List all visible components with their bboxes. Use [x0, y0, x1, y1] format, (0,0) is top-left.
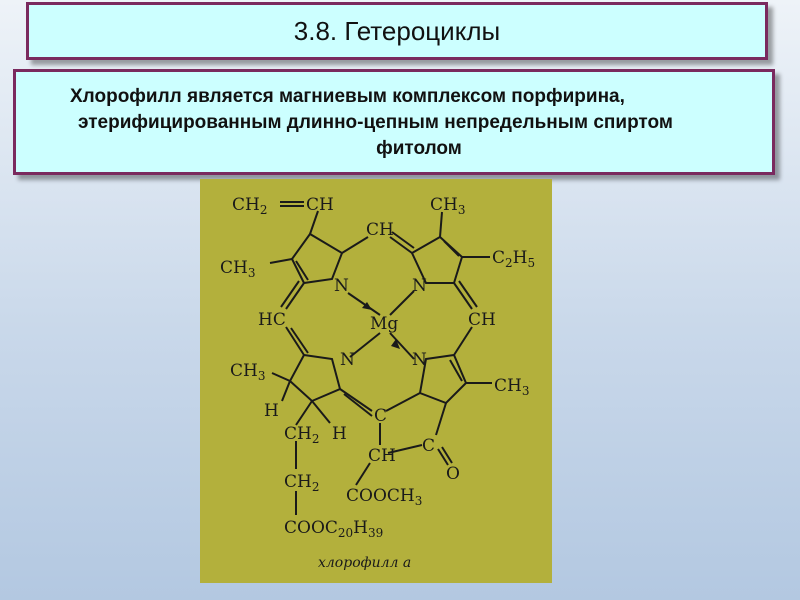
- description-box: Хлорофилл является магниевым комплексом …: [13, 69, 775, 175]
- chlorophyll-structure: CH2 CH CH3 CH CH3 C2H5 HC CH Mg N N N N …: [220, 195, 535, 571]
- description-line-1: Хлорофилл является магниевым комплексом …: [70, 86, 625, 107]
- label-n1: N: [334, 276, 349, 296]
- slide-title: 3.8. Гетероциклы: [293, 15, 501, 46]
- label-o-keto: O: [446, 464, 460, 484]
- label-ch2-vinyl: CH2: [232, 195, 267, 217]
- label-ch2-chain1: CH2: [284, 424, 319, 446]
- label-c-mid: C: [374, 406, 387, 426]
- label-ch3-top-right: CH3: [430, 195, 465, 217]
- label-ch3-left-lower: CH3: [230, 361, 265, 383]
- atom-labels: CH2 CH CH3 CH CH3 C2H5 HC CH Mg N N N N …: [220, 195, 535, 540]
- figure-caption: хлорофилл a: [318, 555, 411, 571]
- label-mg: Mg: [370, 314, 398, 334]
- label-ch-vinyl: CH: [306, 195, 334, 215]
- label-ch3-a: CH3: [220, 258, 255, 280]
- chlorophyll-figure: CH2 CH CH3 CH CH3 C2H5 HC CH Mg N N N N …: [200, 179, 552, 583]
- label-cooc20h39: COOC20H39: [284, 518, 383, 540]
- description-line-3: фитолом: [376, 138, 462, 159]
- label-n2: N: [412, 276, 427, 296]
- label-n4: N: [412, 350, 427, 370]
- label-c-keto: C: [422, 436, 435, 456]
- label-ch3-right-lower: CH3: [494, 376, 529, 398]
- label-cooch3: COOCH3: [346, 486, 422, 508]
- label-ch-right: CH: [468, 310, 496, 330]
- bond-lines: [269, 201, 492, 515]
- description-line-2: этерифицированным длинно-цепным непредел…: [78, 112, 673, 133]
- coordination-arrowheads: [362, 302, 400, 349]
- title-box: 3.8. Гетероциклы: [26, 2, 768, 60]
- label-ch2-chain2: CH2: [284, 472, 319, 494]
- label-n3: N: [340, 350, 355, 370]
- label-h-mid: H: [332, 424, 347, 444]
- label-c2h5: C2H5: [492, 248, 535, 270]
- label-h-left: H: [264, 401, 279, 421]
- label-ch-ring5: CH: [368, 446, 396, 466]
- label-hc-left: HC: [258, 310, 286, 330]
- label-ch-top: CH: [366, 220, 394, 240]
